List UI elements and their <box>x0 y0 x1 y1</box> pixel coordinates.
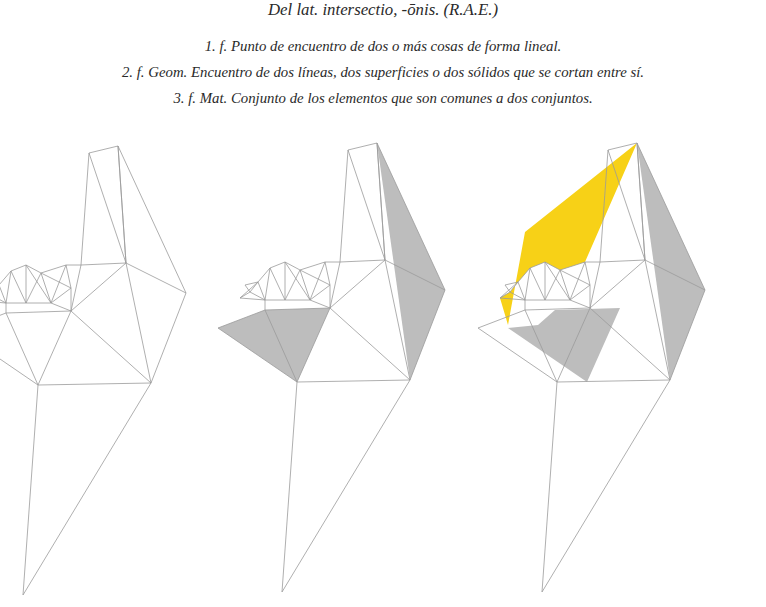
etymology-heading: Del lat. intersectio, -ōnis. (R.A.E.) <box>0 0 766 20</box>
definition-line: 1. f. Punto de encuentro de dos o más co… <box>0 38 766 55</box>
definition-line: 3. f. Mat. Conjunto de los elementos que… <box>0 90 766 107</box>
definition-line: 2. f. Geom. Encuentro de dos líneas, dos… <box>0 64 766 81</box>
